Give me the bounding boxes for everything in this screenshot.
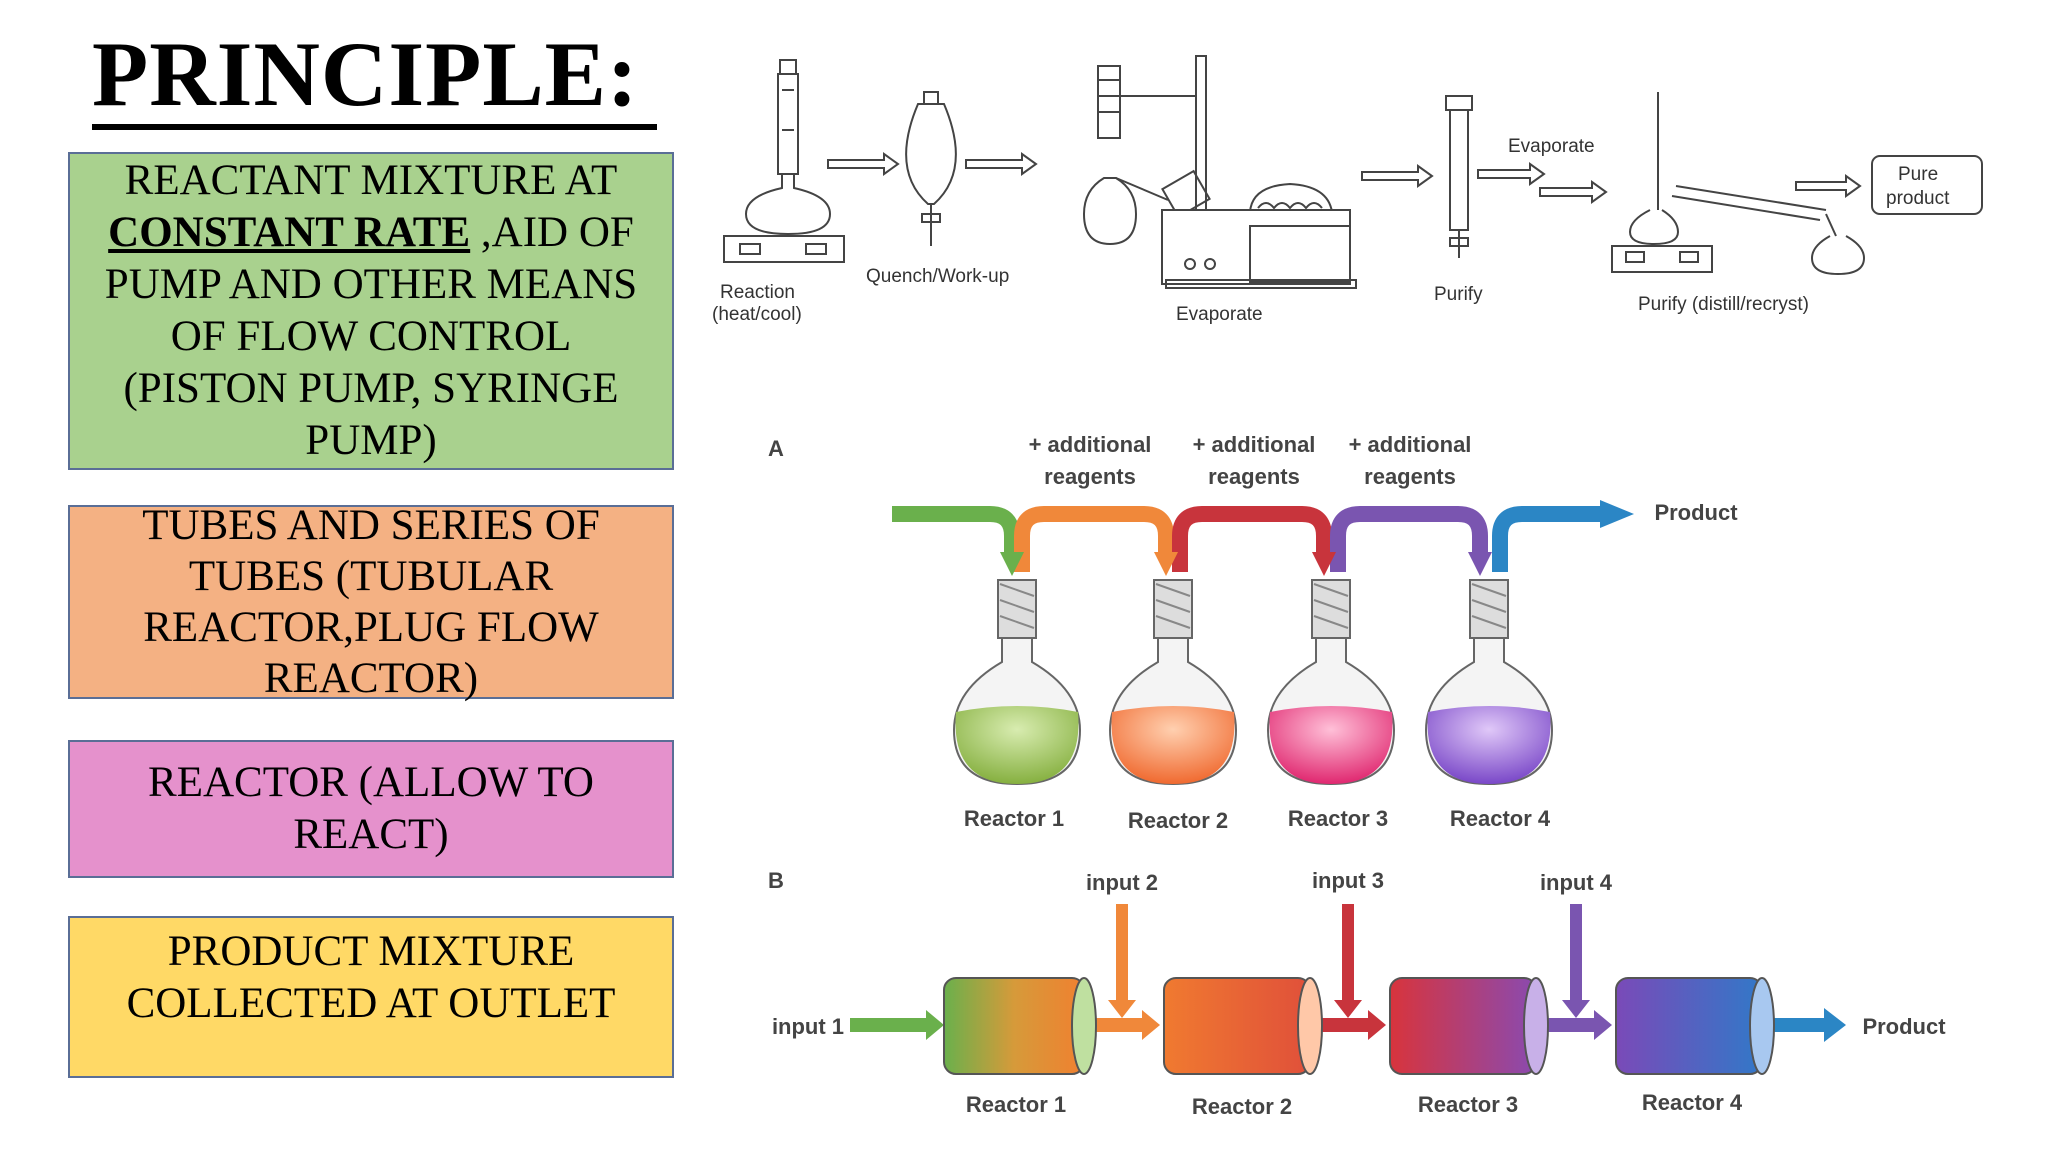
panel-b-label: B: [768, 868, 784, 893]
additional-reagents-2-line1: + additional: [1193, 432, 1316, 457]
additional-reagents-3-line2: reagents: [1364, 464, 1456, 489]
batch-step-arrows: [827, 152, 1862, 204]
panel-b-reactor-4-label: Reactor 4: [1642, 1090, 1743, 1115]
flask-reactor-4: [1424, 579, 1554, 786]
evaporate-top-label: Evaporate: [1508, 136, 1595, 157]
tubular-reactor-2: [1163, 977, 1323, 1075]
flask-reactor-1: [952, 579, 1082, 786]
page-title: PRINCIPLE:: [92, 24, 657, 130]
panel-a-flasks: [952, 579, 1554, 786]
panel-b-product-label: Product: [1862, 1014, 1946, 1039]
additional-reagents-3-line1: + additional: [1349, 432, 1472, 457]
panel-b-reactor-1-label: Reactor 1: [966, 1092, 1066, 1117]
reactor-text: REACTOR (ALLOW TO REACT): [148, 759, 594, 858]
evaporate-label: Evaporate: [1176, 304, 1263, 325]
tubes-text: TUBES AND SERIES OF TUBES (TUBULAR REACT…: [142, 502, 600, 702]
panel-b-reactor-2-label: Reactor 2: [1192, 1094, 1292, 1119]
panel-a-reactor-3-label: Reactor 3: [1288, 806, 1388, 831]
panel-a-labels: + additional reagents + additional reage…: [964, 432, 1738, 833]
panel-b-reactor-3-label: Reactor 3: [1418, 1092, 1518, 1117]
panel-a-product-label: Product: [1654, 500, 1738, 525]
product-mixture-text: PRODUCT MIXTURE COLLECTED AT OUTLET: [126, 928, 616, 1027]
additional-reagents-2-line2: reagents: [1208, 464, 1300, 489]
reactor-box: REACTOR (ALLOW TO REACT): [68, 740, 674, 878]
purify-distill-label: Purify (distill/recryst): [1638, 294, 1809, 315]
panel-a-label: A: [768, 436, 784, 461]
flask-reactor-3: [1266, 579, 1396, 786]
pure-label: Pure: [1898, 164, 1938, 185]
purify-label: Purify: [1434, 284, 1483, 305]
flask-reactor-2: [1108, 579, 1238, 786]
pure-product-label: product: [1886, 188, 1950, 209]
quench-label: Quench/Work-up: [866, 266, 1009, 287]
tubular-reactor-3: [1389, 977, 1549, 1075]
reaction-label: Reaction: [720, 282, 795, 303]
batch-process-illustration: [723, 55, 1983, 289]
tubular-reactor-4: [1615, 977, 1775, 1075]
heat-cool-label: (heat/cool): [712, 304, 802, 325]
additional-reagents-1-line1: + additional: [1029, 432, 1152, 457]
input-1-label: input 1: [772, 1014, 844, 1039]
panel-a-reactor-2-label: Reactor 2: [1128, 808, 1228, 833]
tubular-reactor-1: [943, 977, 1097, 1075]
product-mixture-box: PRODUCT MIXTURE COLLECTED AT OUTLET: [68, 916, 674, 1078]
constant-rate-emphasis: CONSTANT RATE: [108, 209, 471, 256]
panel-a-reactor-4-label: Reactor 4: [1450, 806, 1551, 831]
panel-b-labels: input 1 input 2 input 3 input 4 Product …: [772, 868, 1946, 1119]
panel-b-reactors: [943, 977, 1775, 1075]
input-2-label: input 2: [1086, 870, 1158, 895]
panel-b-connectors: [850, 904, 1846, 1042]
batch-labels: Reaction (heat/cool) Quench/Work-up Evap…: [712, 136, 1938, 325]
additional-reagents-1-line2: reagents: [1044, 464, 1136, 489]
input-4-label: input 4: [1540, 870, 1613, 895]
panel-a-flow-tubes: [892, 506, 1604, 572]
panel-a-reactor-1-label: Reactor 1: [964, 806, 1064, 831]
input-3-label: input 3: [1312, 868, 1384, 893]
tubes-box: TUBES AND SERIES OF TUBES (TUBULAR REACT…: [68, 502, 674, 702]
panel-a-arrowheads: [1000, 500, 1634, 576]
